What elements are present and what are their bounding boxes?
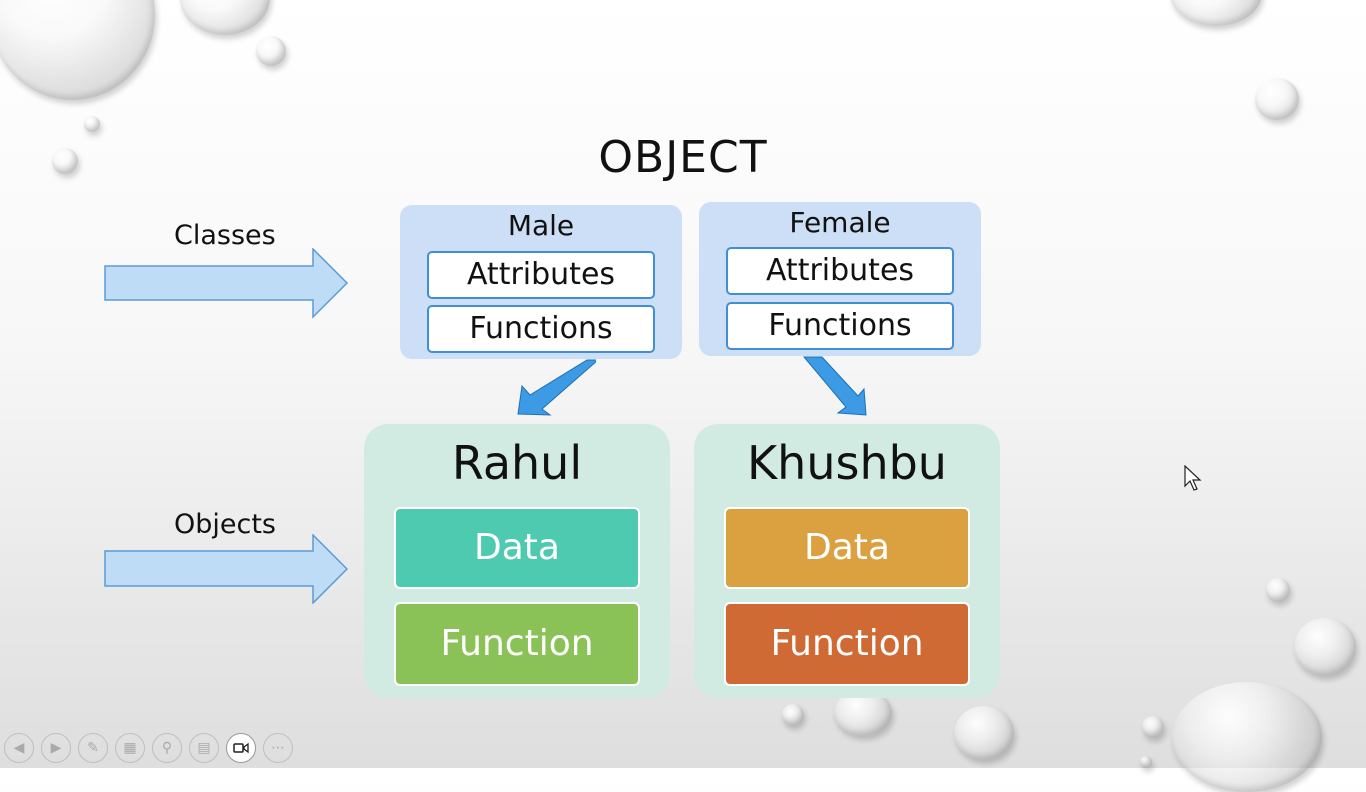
droplet [782,704,804,726]
camera-icon[interactable] [226,733,256,763]
droplet [954,706,1014,760]
class-box-male: Male Attributes Functions [400,205,682,359]
object-name: Khushbu [747,436,947,490]
droplet [1170,0,1262,26]
object-data-tile: Data [394,507,640,589]
droplet [180,0,270,35]
class-box-female: Female Attributes Functions [699,202,981,356]
droplet [1266,578,1290,602]
class-functions: Functions [726,302,954,350]
mouse-cursor-icon [1184,465,1202,491]
object-data-tile: Data [724,507,970,589]
object-box-khushbu: Khushbu Data Function [694,424,1000,698]
object-name: Rahul [451,436,583,490]
droplet [0,0,155,100]
camera-glyph [233,742,249,754]
droplet [84,116,100,132]
classes-label: Classes [174,220,276,251]
instance-arrow-female [802,356,867,416]
class-name: Female [789,206,891,239]
instance-arrow-male [517,359,596,416]
droplet [1255,78,1299,120]
object-function-tile: Function [724,602,970,686]
droplet [52,148,78,174]
slides-grid-icon[interactable]: ▦ [115,733,145,763]
pen-icon[interactable]: ✎ [78,733,108,763]
class-functions: Functions [427,305,655,353]
subtitles-icon[interactable]: ▤ [189,733,219,763]
droplet [1172,682,1322,792]
next-icon[interactable]: ▶ [41,733,71,763]
previous-icon[interactable]: ◀ [4,733,34,763]
droplet [1294,618,1356,676]
objects-arrow [104,534,349,604]
more-icon[interactable]: ⋯ [263,733,293,763]
slide-title: OBJECT [598,132,768,183]
class-attributes: Attributes [726,247,954,295]
object-box-rahul: Rahul Data Function [364,424,670,698]
class-attributes: Attributes [427,251,655,299]
droplet [1140,756,1152,768]
slideshow-toolbar: ◀ ▶ ✎ ▦ ⚲ ▤ ⋯ [4,733,293,763]
zoom-icon[interactable]: ⚲ [152,733,182,763]
objects-label: Objects [174,509,277,540]
classes-arrow [104,248,349,319]
object-function-tile: Function [394,602,640,686]
class-name: Male [507,209,575,242]
droplet [1142,716,1164,738]
droplet [256,36,286,66]
